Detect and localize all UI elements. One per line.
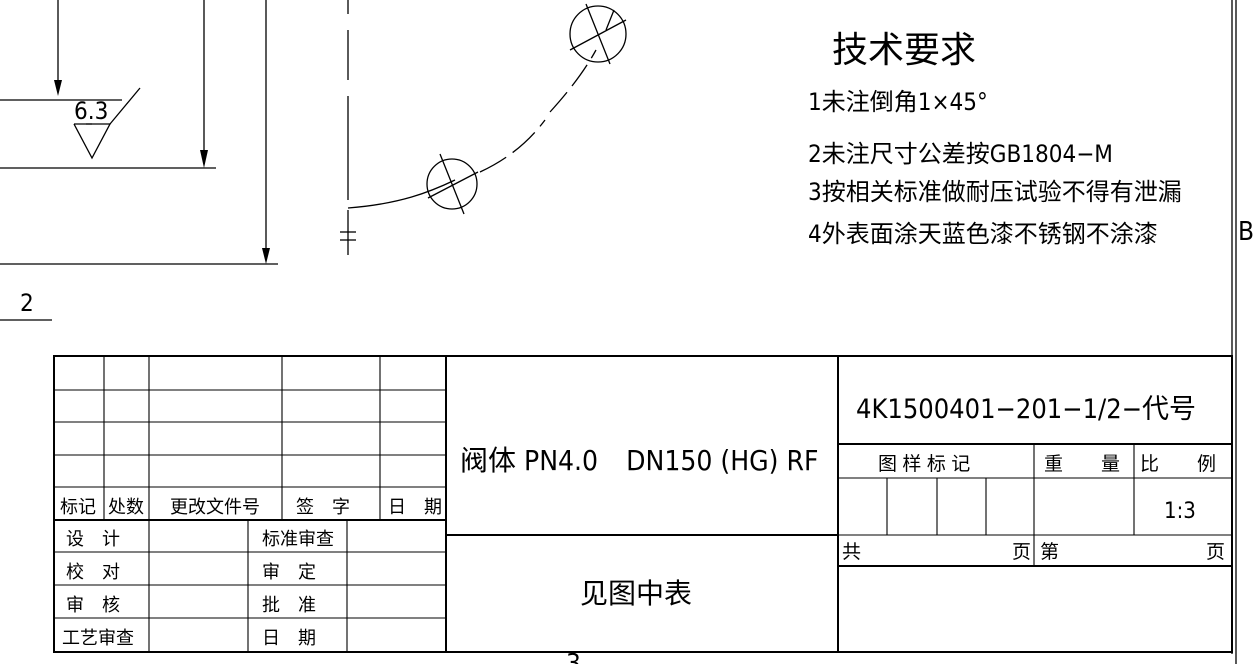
- role-standard: 标准审查: [262, 529, 334, 550]
- pattern-mark-label: 图 样 标 记: [878, 453, 970, 475]
- sheet-total-label: 共: [842, 541, 861, 563]
- tech-req-item-3: 3按相关标准做耐压试验不得有泄漏: [808, 178, 1182, 206]
- header-signature: 签 字: [296, 497, 350, 518]
- material: 见图中表: [580, 577, 692, 610]
- part-name: 阀体 PN4.0 DN150 (HG) RF: [460, 444, 819, 477]
- weight-label: 重 量: [1044, 453, 1120, 475]
- tech-req-item-4: 4外表面涂天蓝色漆不锈钢不涂漆: [808, 220, 1158, 248]
- role-check: 校 对: [66, 562, 120, 583]
- role-date: 日 期: [262, 628, 316, 649]
- title-block: [53, 355, 1233, 653]
- header-count: 处数: [108, 497, 144, 518]
- tech-req-item-1: 1未注倒角1×45°: [808, 88, 988, 116]
- role-review: 审 核: [66, 595, 120, 616]
- header-date: 日 期: [388, 497, 442, 518]
- technical-requirements: 技术要求 1未注倒角1×45° 2未注尺寸公差按GB1804−M 3按相关标准做…: [808, 30, 1182, 248]
- sheet-no-page: 页: [1206, 541, 1225, 563]
- sheet-total-page: 页: [1012, 541, 1031, 563]
- role-approve: 批 准: [262, 595, 316, 616]
- role-design: 设 计: [66, 529, 120, 550]
- roughness-value: 6.3: [74, 97, 108, 125]
- scale-label: 比 例: [1140, 453, 1216, 475]
- sheet-no-label: 第: [1040, 541, 1059, 563]
- header-mark: 标记: [60, 497, 96, 518]
- drawing-number: 4K1500401−201−1/2−代号: [856, 394, 1196, 425]
- tech-req-item-2: 2未注尺寸公差按GB1804−M: [808, 140, 1113, 168]
- scale-value: 1:3: [1164, 499, 1196, 524]
- title-block-text: 标记 处数 更改文件号 签 字 日 期 设 计 校 对 审 核 工艺审查 标准审…: [60, 394, 1225, 649]
- zone-label-b: B: [1238, 217, 1254, 247]
- dimension-value: 2: [20, 289, 34, 317]
- tech-req-title: 技术要求: [832, 30, 976, 71]
- role-approve-final: 审 定: [262, 562, 316, 583]
- role-process: 工艺审查: [62, 628, 134, 649]
- header-change-doc: 更改文件号: [170, 497, 260, 518]
